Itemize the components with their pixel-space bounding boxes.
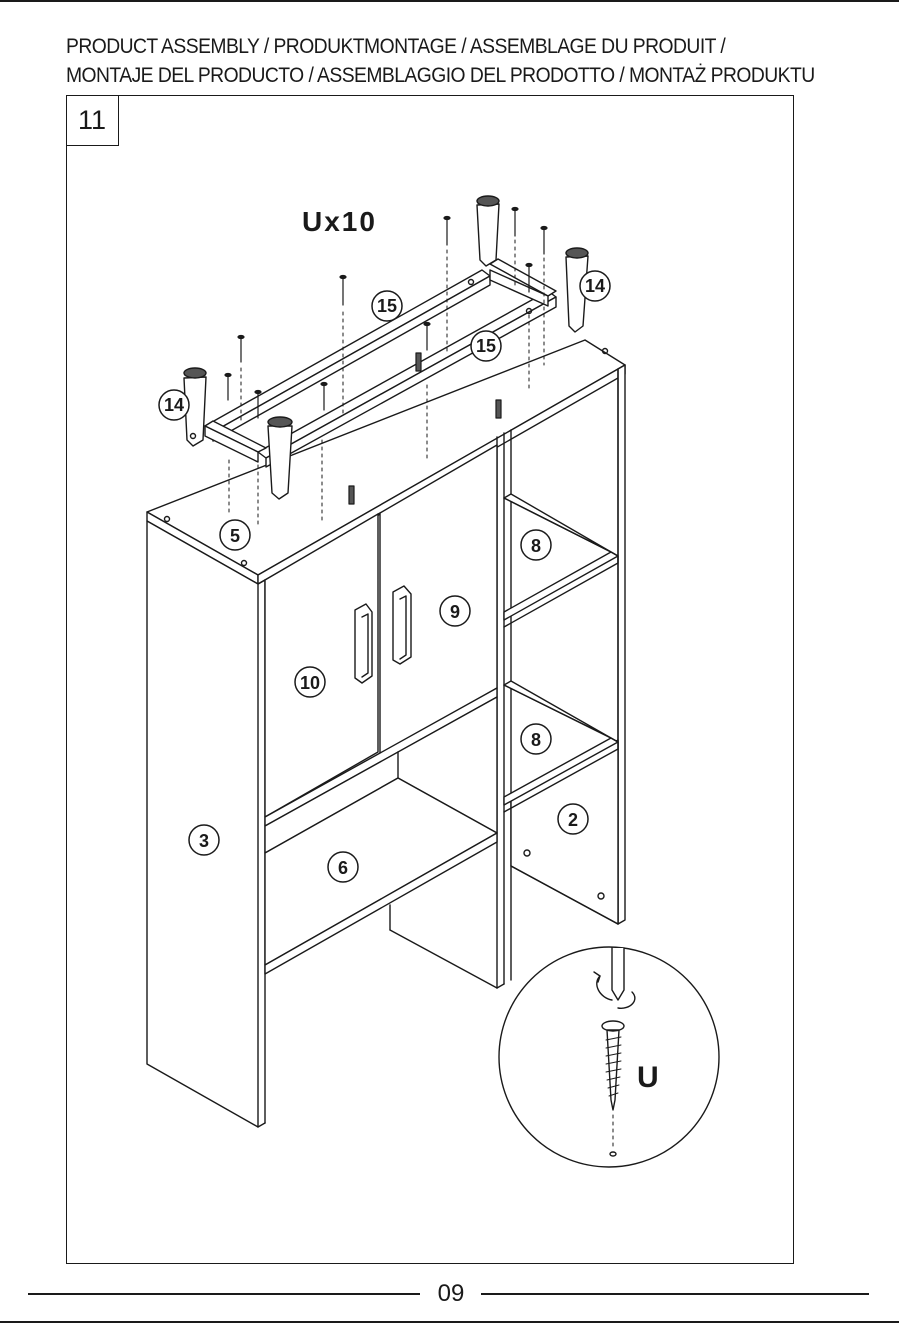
part-label-15: 15	[377, 296, 397, 316]
screw	[340, 276, 346, 306]
screw-detail	[499, 947, 719, 1167]
screw	[238, 336, 244, 363]
screw	[424, 323, 430, 351]
hardware-detail-label: U	[637, 1061, 659, 1094]
bottom-rule	[0, 1321, 899, 1323]
screw	[225, 374, 231, 401]
part-label-10: 10	[300, 673, 320, 693]
part-label-15: 15	[476, 336, 496, 356]
part-label-2: 2	[568, 810, 578, 830]
part-label-14: 14	[585, 276, 605, 296]
screw	[541, 227, 547, 255]
footer-line-left	[28, 1293, 420, 1295]
part-label-8: 8	[531, 730, 541, 750]
page-number: 09	[426, 1279, 476, 1309]
part-label-5: 5	[230, 526, 240, 546]
hardware-quantity-label: Ux10	[302, 206, 377, 237]
part-label-6: 6	[338, 858, 348, 878]
screw	[444, 217, 450, 246]
part-label-9: 9	[450, 602, 460, 622]
screw	[321, 383, 327, 411]
part-label-14: 14	[164, 395, 184, 415]
part-label-8: 8	[531, 536, 541, 556]
part-label-3: 3	[199, 831, 209, 851]
footer-line-right	[481, 1293, 869, 1295]
screw	[512, 208, 518, 237]
